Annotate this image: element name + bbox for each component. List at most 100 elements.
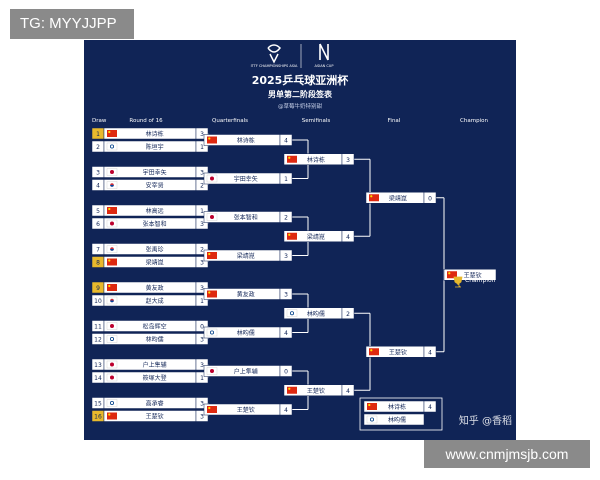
player-score: 4 (284, 407, 288, 414)
player-name: 陈垣宇 (146, 143, 164, 151)
player-name: 林诗栋 (237, 137, 255, 145)
player-name: 林昀儒 (307, 310, 325, 318)
score-box (195, 320, 209, 332)
player-cell-bg (443, 269, 497, 281)
player-score: 2 (200, 183, 204, 190)
player-name: 宇田幸矢 (234, 175, 258, 183)
player-name: 林诗栋 (388, 403, 406, 411)
flag-chn-icon (287, 232, 297, 240)
score-box (195, 243, 209, 255)
champion-label: Champion (465, 277, 496, 284)
score-box (195, 204, 209, 217)
flag-jpn-icon (106, 322, 118, 330)
player-score: 3 (200, 170, 204, 177)
score-box (279, 249, 293, 262)
player-score: 1 (284, 176, 288, 183)
player-score: 3 (200, 362, 204, 369)
score-box (423, 346, 437, 358)
ittf-logo (267, 44, 281, 64)
seed-number: 15 (94, 401, 102, 408)
seed-number: 3 (96, 170, 100, 177)
score-box (195, 179, 209, 191)
flag-kor-icon (106, 181, 118, 189)
player-score: 3 (200, 414, 204, 421)
player-score: 2 (200, 247, 204, 254)
seed-number: 10 (94, 298, 102, 305)
flag-jpn-icon (106, 360, 118, 369)
flag-chn-icon (107, 412, 117, 420)
flag-jpn-icon (106, 219, 118, 228)
player-name: 户上隼辅 (234, 368, 258, 376)
seed-number: 16 (94, 414, 102, 421)
seed-number: 4 (96, 183, 100, 190)
player-score: 4 (428, 404, 432, 411)
player-name: 王楚钦 (464, 271, 482, 279)
player-score: 3 (200, 131, 204, 138)
player-name: 梁靖崑 (146, 259, 164, 267)
player-name: 王楚钦 (146, 413, 164, 421)
player-name: 张禹珍 (146, 246, 164, 254)
flag-chn-icon (447, 271, 457, 279)
player-score: 3 (200, 285, 204, 292)
seed-number: 1 (96, 131, 100, 138)
flag-tpe-icon (206, 328, 218, 337)
player-name: 王楚钦 (389, 348, 407, 356)
player-name: 林昀儒 (388, 416, 406, 424)
player-score: 4 (284, 138, 288, 145)
player-name: 林昀儒 (146, 336, 164, 344)
player-score: 0 (284, 369, 288, 376)
player-name: 王楚钦 (307, 387, 325, 395)
score-box (195, 333, 209, 345)
score-box (279, 403, 293, 416)
player-name: 户上隼辅 (143, 361, 167, 369)
score-box (195, 217, 209, 230)
player-score: 4 (346, 388, 350, 395)
seed-number: 11 (94, 324, 102, 331)
flag-chn-icon (107, 284, 117, 291)
logo-right-caption: ASIAN CUP (315, 64, 334, 68)
player-name: 宇田幸矢 (143, 169, 167, 177)
player-name: 林昀儒 (237, 329, 255, 337)
flag-chn-icon (107, 207, 117, 214)
score-box (341, 153, 355, 165)
player-name: 黄友政 (146, 284, 164, 292)
flag-kor-icon (106, 245, 118, 253)
player-name: 梁靖崑 (307, 233, 325, 241)
third-place-frame (359, 397, 443, 431)
player-name: 王楚钦 (237, 406, 255, 414)
seed-number: 7 (96, 247, 100, 254)
player-name: 张本智和 (234, 214, 258, 222)
player-name: 林高远 (146, 207, 164, 215)
r16-player-7: 7 张禹珍 2 (91, 243, 209, 255)
player-score: 4 (346, 234, 350, 241)
poster-title: 2025乒乓球亚洲杯 (252, 73, 350, 87)
sf-player-4: 王楚钦 4 (283, 384, 355, 396)
flag-chn-icon (207, 406, 217, 413)
sponsor-credit: @草莓牛奶特别甜 (278, 102, 323, 110)
player-score: 0 (428, 195, 432, 202)
qf-player-2: 宇田幸矢 1 (203, 172, 293, 185)
player-score: 3 (284, 292, 288, 299)
score-box (341, 230, 355, 242)
seed-number: 12 (94, 337, 102, 344)
player-score: 1 (200, 375, 204, 382)
qf-player-1: 林诗栋 4 (203, 134, 293, 146)
asian-cup-logo (319, 43, 329, 61)
sf-player-2: 梁靖崑 4 (283, 230, 355, 242)
score-box (279, 172, 293, 185)
header-draw: Draw (92, 118, 107, 124)
player-score: 0 (200, 324, 204, 331)
